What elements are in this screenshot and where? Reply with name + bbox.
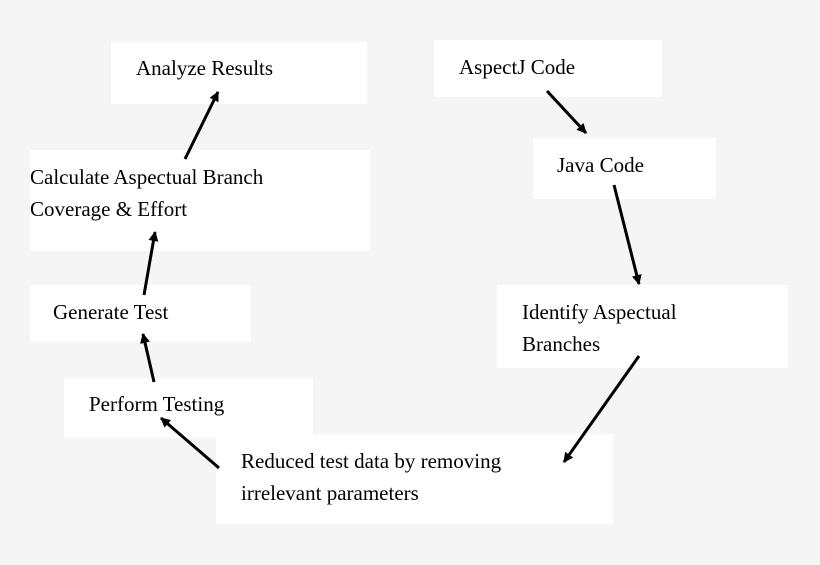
arrow-aspectj-to-java [545,89,588,135]
node-aspectj-code-label: AspectJ Code [459,51,575,83]
arrow-java-to-identify [612,184,642,285]
arrow-reduced-to-perform [160,416,220,470]
node-reduced-test-data-label: Reduced test data by removing irrelevant… [241,445,501,509]
node-reduced-test-data-line-1: Reduced test data by removing [241,449,502,473]
node-aspectj-code-line-1: AspectJ Code [459,55,576,79]
node-calculate-coverage-line-2: Coverage & Effort [30,197,188,221]
arrow-identify-to-reduced [562,355,641,463]
node-calculate-coverage-box [30,150,370,251]
arrow-calculate-to-analyze [183,91,220,160]
node-java-code-line-1: Java Code [557,153,644,177]
arrow-perform-to-generate [140,333,156,383]
node-identify-branches-line-2: Branches [522,332,601,356]
node-java-code-box [533,138,716,199]
node-identify-branches-label: Identify Aspectual Branches [522,296,677,360]
node-generate-test-line-1: Generate Test [53,300,169,324]
node-analyze-results-label: Analyze Results [136,52,273,84]
node-generate-test-box [30,285,251,342]
node-identify-branches-line-1: Identify Aspectual [522,300,677,324]
node-reduced-test-data-line-2: irrelevant parameters [241,481,419,505]
node-analyze-results-box [111,42,367,104]
node-java-code-label: Java Code [557,149,644,181]
node-aspectj-code-box [434,40,662,97]
node-calculate-coverage-line-1: Calculate Aspectual Branch [30,165,264,189]
node-reduced-test-data-box [216,434,613,524]
node-analyze-results-line-1: Analyze Results [136,56,274,80]
node-identify-branches-box [497,285,788,368]
arrow-generate-to-calculate [142,231,159,296]
node-perform-testing-line-1: Perform Testing [89,392,225,416]
node-perform-testing-label: Perform Testing [89,388,224,420]
node-perform-testing-box [64,378,313,438]
node-calculate-coverage-label: Calculate Aspectual Branch Coverage & Ef… [30,161,263,225]
node-generate-test-label: Generate Test [53,296,168,328]
